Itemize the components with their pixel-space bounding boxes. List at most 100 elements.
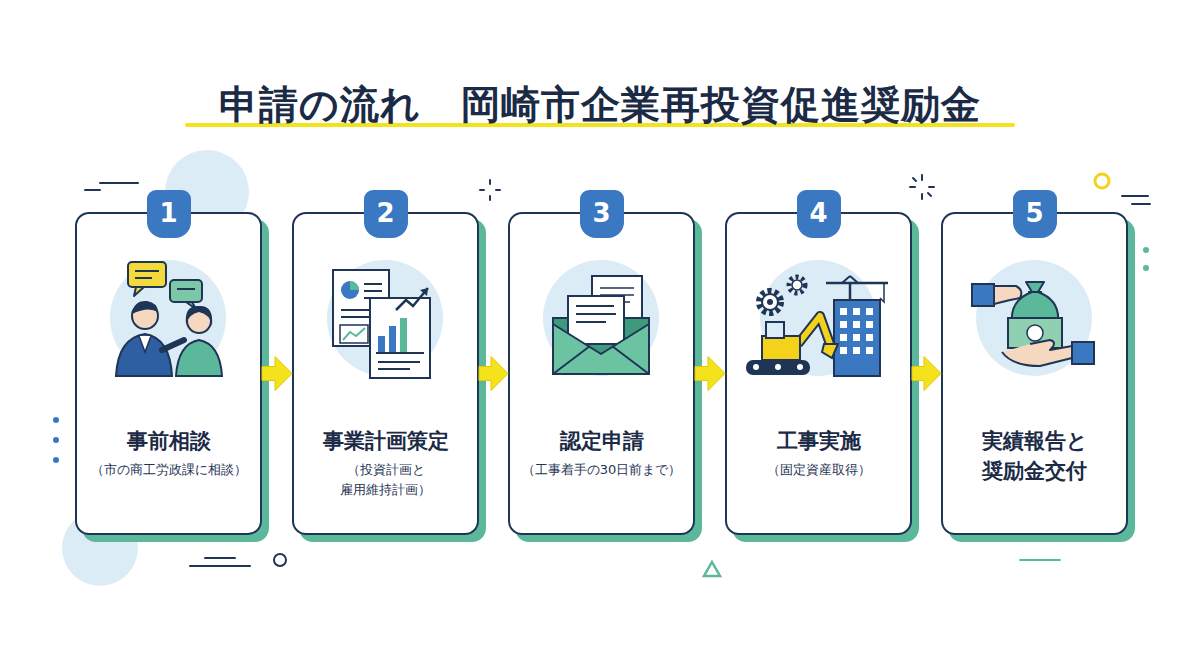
flow-arrow-shape [912,357,941,391]
consult-icon-part [177,288,195,290]
construction-icon-part [762,294,778,310]
sparkle-part [489,180,491,184]
plan-icon-part [340,325,368,343]
decor-marks-part [1020,559,1060,561]
plan-icon-part [341,316,375,318]
construction-icon-part-part [866,308,873,315]
dots-part [704,562,720,576]
construction-icon-part [798,316,830,344]
step-card: 4工事実施（固定資産取得） [725,212,912,535]
plan-icon-part [350,281,359,290]
application-icon-part [576,313,616,315]
plan-icon-part [327,260,443,376]
consult-icon-part [176,340,222,376]
decor-marks-part [1132,203,1150,205]
step-number-badge: 3 [580,190,624,238]
payment-icon-part [994,286,1021,304]
sparkle-part [480,189,484,191]
construction-icon-part [762,336,800,360]
application-icon-part [543,260,659,376]
construction-icon-part [826,282,888,285]
consult-icon-part [186,306,212,326]
flow-arrow-shape [262,357,292,391]
consult-icon-part [135,277,152,279]
step-heading: 工事実施 [777,426,861,456]
construction-icon-part-part [840,334,847,341]
consult-icon-part [135,270,159,272]
consult-icon [110,260,226,376]
decor-marks-part [1122,195,1148,197]
flow-arrow [695,357,725,391]
flow-arrow [262,357,292,391]
sparkle-part [928,193,931,196]
consult-icon-part [139,336,151,352]
application-icon-part [553,318,649,374]
plan-icon-part [396,288,428,310]
payment-icon-part [976,260,1092,376]
decor-marks-part [85,189,100,191]
application-icon [543,260,659,376]
construction-icon-part [746,360,810,375]
step-number-badge: 5 [1013,190,1057,238]
step-heading: 事業計画策定 [323,426,449,456]
consult-icon-part [116,334,172,376]
plan-icon [327,260,443,378]
consult-icon-part [110,260,226,376]
step-note: （市の商工労政課に相談） [91,460,247,480]
construction-icon-part [789,277,805,293]
payment-icon-part [972,284,994,306]
step-heading: 認定申請 [560,426,644,456]
decor-marks-part [274,554,286,566]
application-icon-part [568,296,624,344]
step-text: 実績報告と 奨励金交付 [943,426,1126,486]
construction-icon-part-part [853,347,860,354]
title-underline [185,123,1015,127]
payment-icon-part [1072,342,1094,364]
plan-icon-part [364,283,382,285]
application-icon-part [600,287,634,289]
construction-icon-part [880,298,884,302]
application-icon-part [553,324,649,374]
construction-icon-part [792,280,802,290]
construction-icon-part [753,364,759,370]
construction-icon [746,260,888,376]
construction-icon-part-part [840,321,847,328]
step-note: （固定資産取得） [767,460,871,480]
step-text: 事前相談 （市の商工労政課に相談） [77,426,260,480]
consult-icon-part [186,302,196,309]
construction-icon-part [850,276,858,283]
decor-marks-part [205,557,235,559]
construction-icon-part [775,364,781,370]
construction-icon-part-part [840,308,847,315]
dots-part [53,457,59,463]
application-icon-part [600,301,630,303]
construction-icon-part [822,344,838,358]
step-note: （投資計画と 雇用維持計画） [330,460,442,500]
step-text: 工事実施 （固定資産取得） [727,426,910,480]
consult-icon-part [132,301,158,314]
payment-icon-part [1028,291,1042,293]
consult-icon-part [132,303,158,329]
construction-icon-part-part [853,321,860,328]
construction-icon-part-part [840,347,847,354]
step-heading: 事前相談 [127,426,211,456]
payment-icon-part [1012,282,1058,322]
construction-icon-part [834,300,880,376]
plan-icon-part [378,336,385,352]
construction-icon-part [767,299,773,305]
consult-icon-part [170,280,202,302]
plan-icon-part [400,318,407,352]
decor-marks-part [190,565,250,567]
step-heading: 実績報告と 奨励金交付 [976,426,1094,486]
step-number-badge: 4 [797,190,841,238]
consult-icon-part [187,309,211,333]
construction-icon-part-part [866,334,873,341]
construction-icon-part-part [866,321,873,328]
dots-part [1143,265,1149,271]
plan-icon-part [333,270,389,346]
plan-icon-part [341,309,381,311]
construction-icon-part-part [853,308,860,315]
plan-icon-part [341,281,359,299]
sparkle-part [921,194,923,199]
construction-icon-part [798,316,830,344]
